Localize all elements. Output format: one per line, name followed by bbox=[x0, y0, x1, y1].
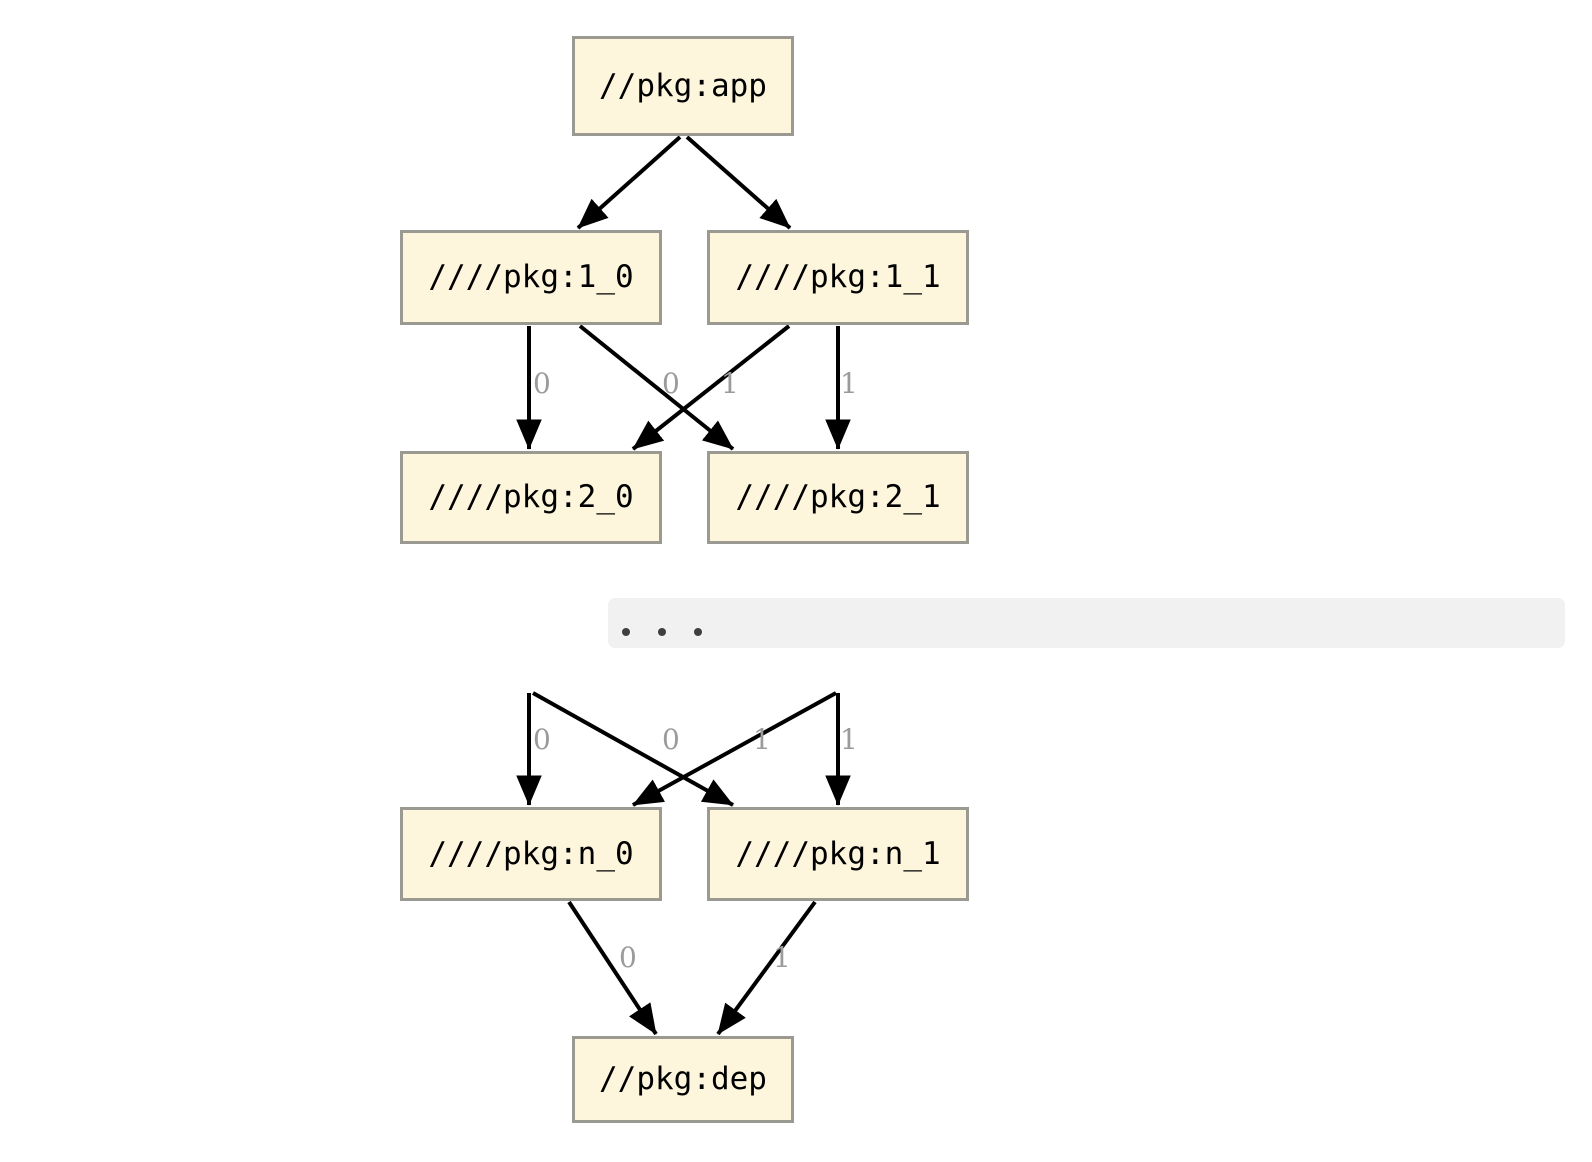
ellipsis-band bbox=[608, 598, 1565, 648]
graph-edge-ln_0-to-dep bbox=[567, 900, 658, 1036]
graph-node-label: //pkg:app bbox=[599, 67, 767, 104]
graph-node-l2_1[interactable]: ////pkg:2_1 bbox=[707, 451, 969, 544]
graph-node-l1_1[interactable]: ////pkg:1_1 bbox=[707, 230, 969, 325]
ellipsis-dots bbox=[622, 628, 702, 636]
graph-node-label: ////pkg:1_0 bbox=[428, 259, 634, 295]
graph-node-app[interactable]: //pkg:app bbox=[572, 36, 794, 136]
graph-node-ln_1[interactable]: ////pkg:n_1 bbox=[707, 807, 969, 901]
edge-label: 1 bbox=[773, 941, 791, 974]
graph-node-l2_0[interactable]: ////pkg:2_0 bbox=[400, 451, 662, 544]
graph-node-l1_0[interactable]: ////pkg:1_0 bbox=[400, 230, 662, 325]
graph-edge-src-to-ln_1 bbox=[532, 691, 734, 807]
graph-node-label: ////pkg:2_0 bbox=[428, 479, 634, 515]
edge-label: 0 bbox=[662, 723, 680, 756]
graph-edge-src-to-ln_0 bbox=[632, 691, 837, 807]
edge-label: 1 bbox=[840, 723, 858, 756]
graph-node-label: //pkg:dep bbox=[599, 1061, 767, 1097]
graph-edge-l1_0-to-l2_1 bbox=[578, 324, 735, 451]
edge-label: 1 bbox=[721, 367, 739, 400]
graph-node-ln_0[interactable]: ////pkg:n_0 bbox=[400, 807, 662, 901]
edge-label: 1 bbox=[753, 723, 771, 756]
ellipsis-dot bbox=[694, 628, 702, 636]
edge-label: 1 bbox=[840, 367, 858, 400]
graph-edge-app-to-l1_1 bbox=[685, 135, 792, 230]
ellipsis-dot bbox=[622, 628, 630, 636]
edge-label: 0 bbox=[662, 367, 680, 400]
ellipsis-dot bbox=[658, 628, 666, 636]
edge-label: 0 bbox=[619, 941, 637, 974]
graph-node-dep[interactable]: //pkg:dep bbox=[572, 1036, 794, 1123]
graph-edge-ln_1-to-dep bbox=[716, 900, 817, 1036]
graph-node-label: ////pkg:1_1 bbox=[735, 259, 941, 295]
graph-edge-l1_1-to-l2_0 bbox=[631, 324, 791, 451]
graph-node-label: ////pkg:n_1 bbox=[735, 835, 941, 872]
graph-node-label: ////pkg:2_1 bbox=[735, 479, 941, 515]
edge-layer bbox=[516, 135, 851, 1036]
edge-label: 0 bbox=[533, 367, 551, 400]
graph-node-label: ////pkg:n_0 bbox=[428, 835, 634, 872]
graph-edge-app-to-l1_0 bbox=[576, 135, 682, 230]
edge-label: 0 bbox=[533, 723, 551, 756]
